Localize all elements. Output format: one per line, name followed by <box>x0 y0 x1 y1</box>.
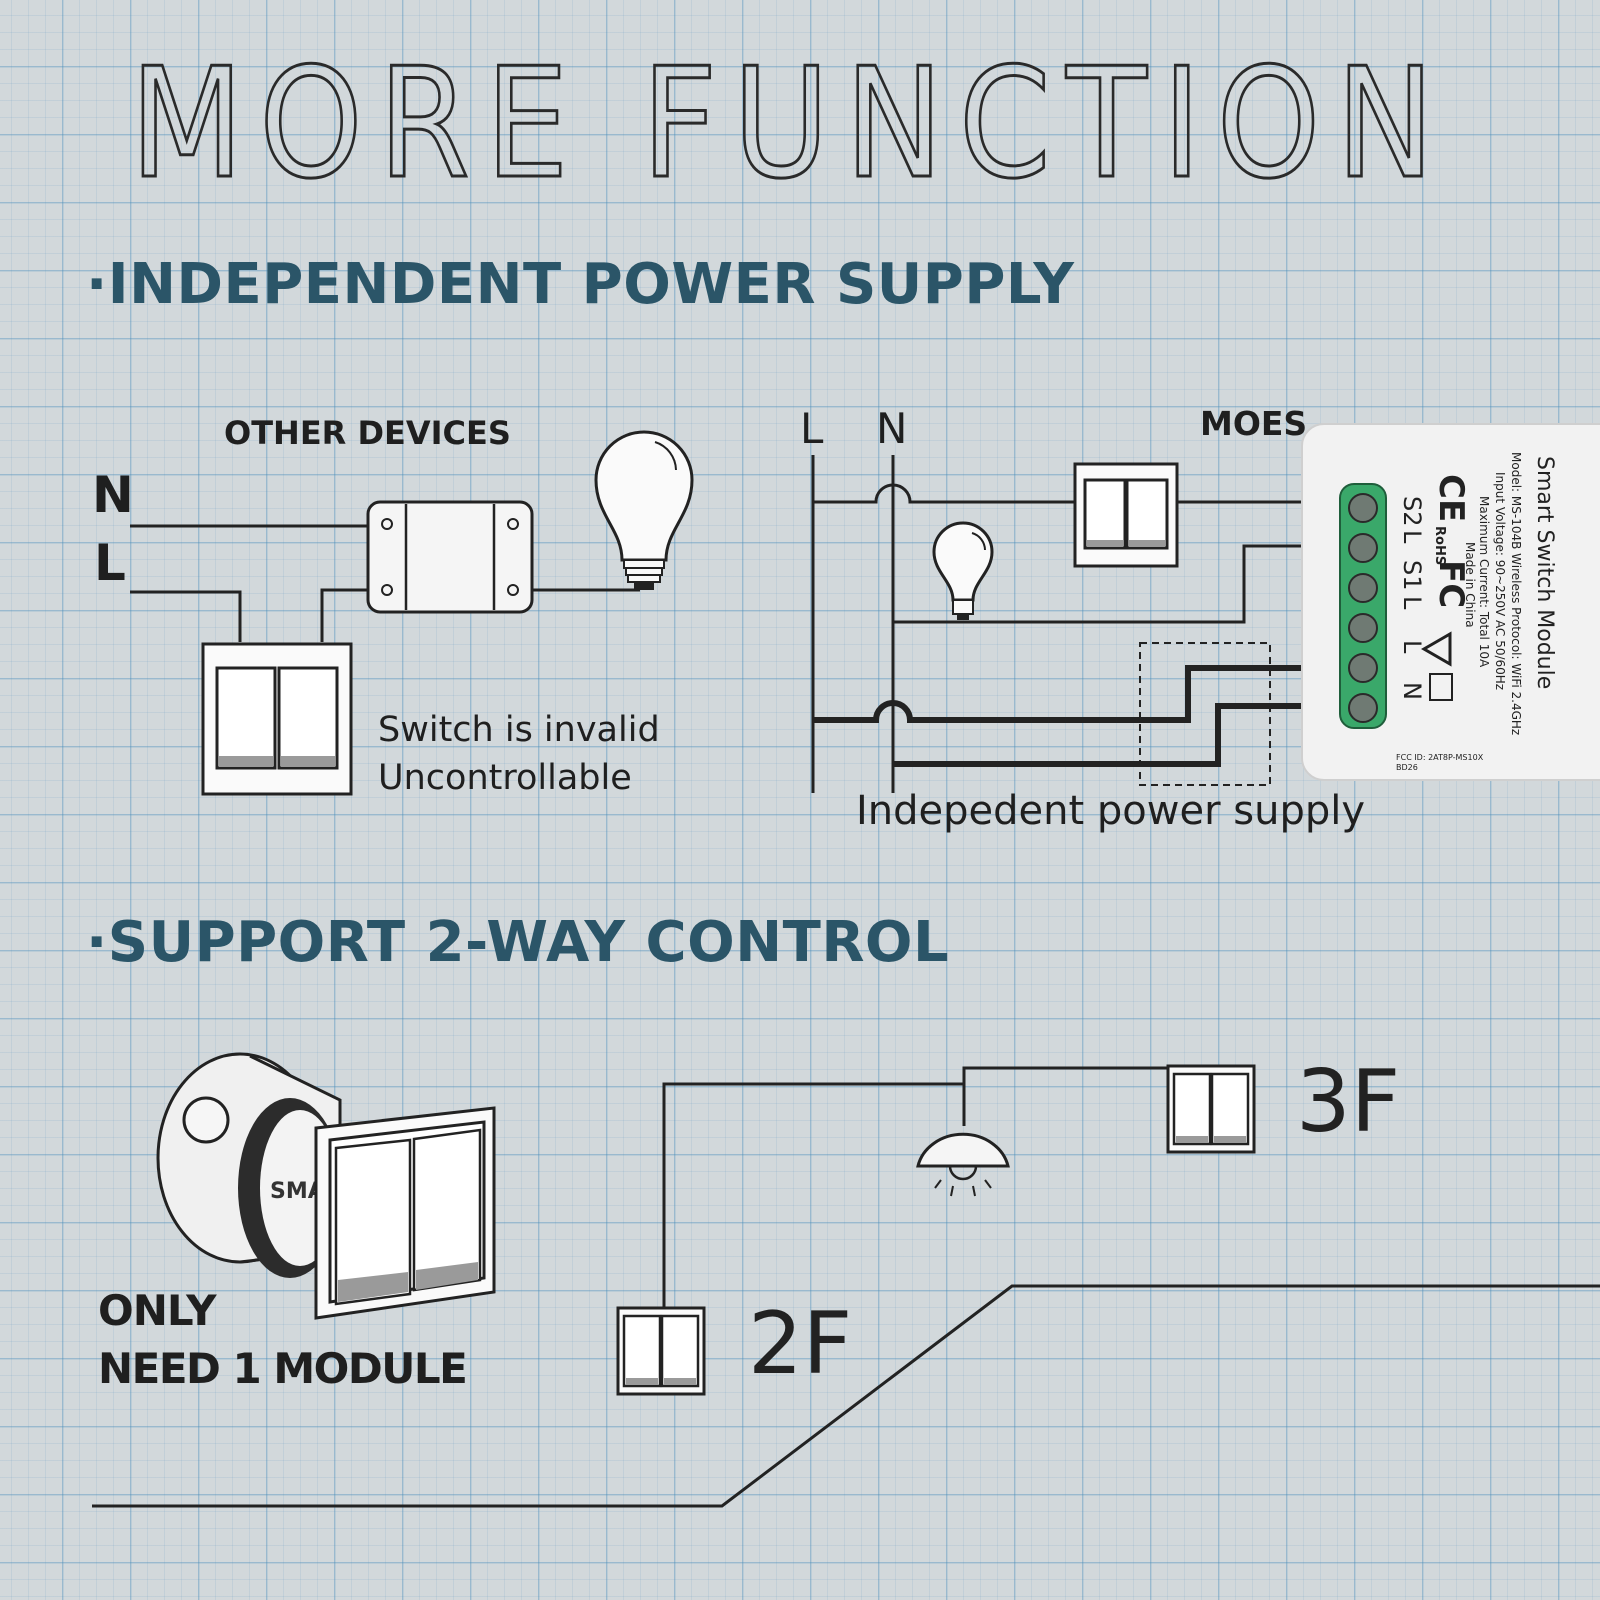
terminal-s1-label: S1 <box>1398 560 1426 591</box>
fc-mark: FC <box>1431 560 1471 608</box>
module-origin: Made in China <box>1463 542 1477 628</box>
hero-title-text: MORE FUNCTION <box>130 35 1450 200</box>
lower-floor-switch-icon <box>616 1306 706 1396</box>
moes-heading: MOES <box>1200 404 1308 443</box>
terminal-l-label-3: L <box>1398 640 1426 654</box>
neutral-terminal-label: N <box>92 466 134 524</box>
ce-mark: CE <box>1431 474 1471 522</box>
right-neutral-label: N <box>876 404 908 453</box>
other-devices-heading: OTHER DEVICES <box>224 414 511 452</box>
floor-3f-label: 3F <box>1296 1052 1401 1152</box>
terminal-n-label: N <box>1398 682 1426 700</box>
hero-title: MORE FUNCTION <box>129 34 1450 201</box>
neutral-supply-wire <box>893 703 1310 767</box>
other-device-module <box>366 500 534 614</box>
independent-supply-caption: Indepedent power supply <box>856 788 1366 834</box>
only-caption: ONLY <box>98 1286 216 1335</box>
live-terminal-label: L <box>94 534 126 592</box>
module-fcc-id: FCC ID: 2AT8P-MS10X <box>1396 753 1484 762</box>
wire-lamp-to-upper <box>962 1066 1168 1084</box>
weee-bin-icon <box>1429 673 1453 701</box>
moes-wall-switch-icon <box>1073 462 1179 568</box>
need-one-module-caption: NEED 1 MODULE <box>98 1344 468 1393</box>
moes-switch-feed-wire <box>813 483 1075 504</box>
two-gang-panel-icon <box>314 1106 496 1320</box>
upper-floor-switch-icon <box>1166 1064 1256 1154</box>
smart-switch-module: S2 L S1 L L N CE RoHS FC Smart Switch Mo… <box>1301 423 1600 781</box>
section-title-independent-power: ·INDEPENDENT POWER SUPPLY <box>86 252 1075 317</box>
staircase-outline <box>92 1284 1600 1508</box>
module-title: Smart Switch Module <box>1532 456 1557 689</box>
terminal-l-label-1: L <box>1398 530 1426 544</box>
module-model: Model: MS-104B Wireless Protocol: WiFi 2… <box>1509 452 1523 735</box>
terminal-block <box>1339 483 1387 729</box>
terminal-letters: S2 L S1 L L N <box>1398 496 1426 700</box>
ceiling-lamp-icon <box>916 1132 1010 1197</box>
live-wire <box>130 590 242 642</box>
independent-supply-box <box>1139 642 1271 786</box>
wall-switch-icon <box>201 642 353 796</box>
rohs-mark: RoHS <box>1432 526 1447 565</box>
bulb-return-wire <box>893 544 1310 624</box>
terminal-l-label-2: L <box>1398 596 1426 610</box>
light-bulb-icon <box>594 430 694 590</box>
module-voltage: Input Voltage: 90~250V AC 50/60Hz <box>1493 472 1507 690</box>
terminal-s2-label: S2 <box>1398 496 1426 527</box>
module-code: BD26 <box>1396 763 1418 772</box>
live-supply-wire <box>813 665 1310 723</box>
small-bulb-icon <box>932 521 994 620</box>
uncontrollable-caption: Uncontrollable <box>378 758 632 798</box>
warning-triangle-icon <box>1420 631 1452 667</box>
switch-to-device-wire <box>320 588 368 642</box>
right-live-label: L <box>800 404 824 453</box>
wire-lower-to-lamp <box>662 1082 966 1308</box>
certification-marks: CE RoHS FC <box>1420 474 1471 701</box>
module-spec-text: Smart Switch Module Model: MS-104B Wirel… <box>1396 452 1557 772</box>
switch-invalid-caption: Switch is invalid <box>378 710 660 750</box>
section-title-two-way-control: ·SUPPORT 2-WAY CONTROL <box>86 910 950 975</box>
floor-2f-label: 2F <box>748 1294 853 1394</box>
module-current: Maximum Current: Total 10A <box>1477 496 1491 668</box>
